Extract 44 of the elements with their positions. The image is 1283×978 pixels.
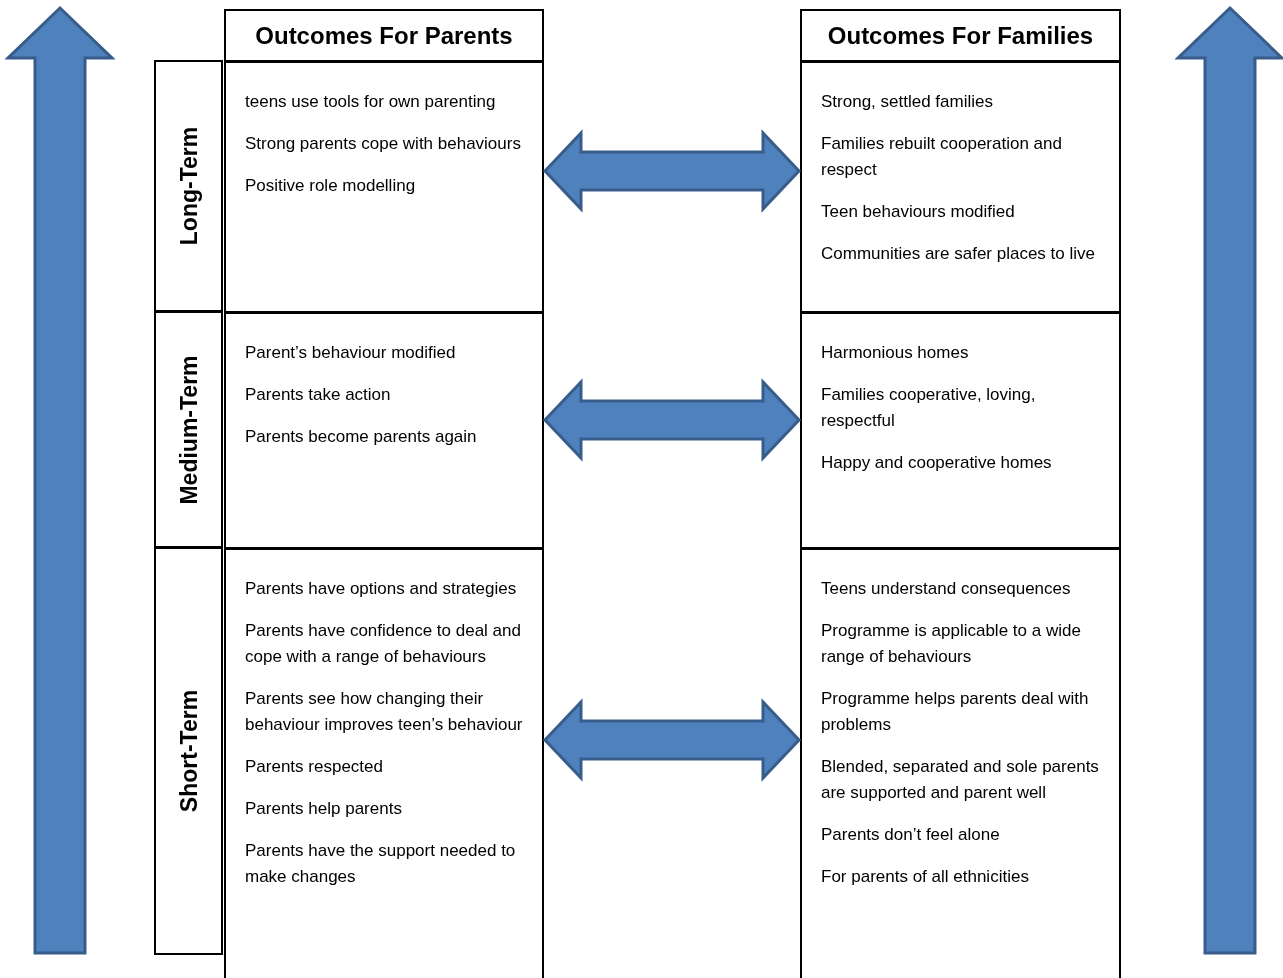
row-label: Short-Term bbox=[174, 689, 203, 813]
outcome-text: Programme helps parents deal with problems bbox=[821, 688, 1090, 736]
outcome-cell bbox=[800, 312, 1121, 549]
outcome-text: Parents become parents again bbox=[245, 426, 478, 448]
outcome-text: Happy and cooperative homes bbox=[821, 452, 1053, 474]
outcome-text: teens use tools for own parenting bbox=[245, 91, 497, 113]
row-label: Long-Term bbox=[174, 126, 203, 246]
header-text: Outcomes For Families bbox=[827, 20, 1094, 51]
header-text: Outcomes For Parents bbox=[255, 20, 513, 51]
outcome-cell bbox=[224, 61, 544, 313]
outcome-cell bbox=[224, 312, 544, 549]
row-label-box bbox=[154, 60, 223, 312]
outcome-text: Positive role modelling bbox=[245, 175, 417, 197]
outcome-text: Parents help parents bbox=[245, 798, 403, 820]
outcome-text: Harmonious homes bbox=[821, 342, 970, 364]
row-label-box bbox=[154, 547, 223, 955]
outcome-cell bbox=[800, 61, 1121, 313]
outcome-text: Parent’s behaviour modified bbox=[245, 342, 457, 364]
outcome-text: Parents have the support needed to make changes bbox=[245, 840, 517, 888]
column-header bbox=[224, 9, 544, 62]
outcome-text: Parents respected bbox=[245, 756, 384, 778]
row-label-box bbox=[154, 311, 223, 548]
outcome-text: Communities are safer places to live bbox=[821, 243, 1096, 265]
outcome-text: For parents of all ethnicities bbox=[821, 866, 1030, 888]
outcome-text: Parents take action bbox=[245, 384, 392, 406]
outcome-text: Blended, separated and sole parents are supported and parent well bbox=[821, 756, 1100, 804]
double-arrow bbox=[542, 698, 802, 782]
outcome-text: Parents have options and strategies bbox=[245, 578, 518, 600]
outcome-cell bbox=[224, 548, 544, 978]
outcome-cell bbox=[800, 548, 1121, 978]
row-label: Medium-Term bbox=[174, 354, 203, 505]
double-arrow bbox=[542, 378, 802, 462]
outcome-text: Strong parents cope with behaviours bbox=[245, 133, 522, 155]
outcome-text: Strong, settled families bbox=[821, 91, 994, 113]
outcome-text: Teen behaviours modified bbox=[821, 201, 1016, 223]
double-arrow bbox=[542, 129, 802, 213]
outcome-text: Parents don’t feel alone bbox=[821, 824, 1001, 846]
outcome-text: Teens understand consequences bbox=[821, 578, 1072, 600]
outcome-text: Families rebuilt cooperation and respect bbox=[821, 133, 1063, 181]
outcome-text: Programme is applicable to a wide range of behaviours bbox=[821, 620, 1082, 668]
outcome-text: Parents see how changing their behaviour improves teen’s behaviour bbox=[245, 688, 524, 736]
column-header bbox=[800, 9, 1121, 62]
outcome-text: Families cooperative, loving, respectful bbox=[821, 384, 1037, 432]
outcome-text: Parents have confidence to deal and cope with a range of behaviours bbox=[245, 620, 522, 668]
